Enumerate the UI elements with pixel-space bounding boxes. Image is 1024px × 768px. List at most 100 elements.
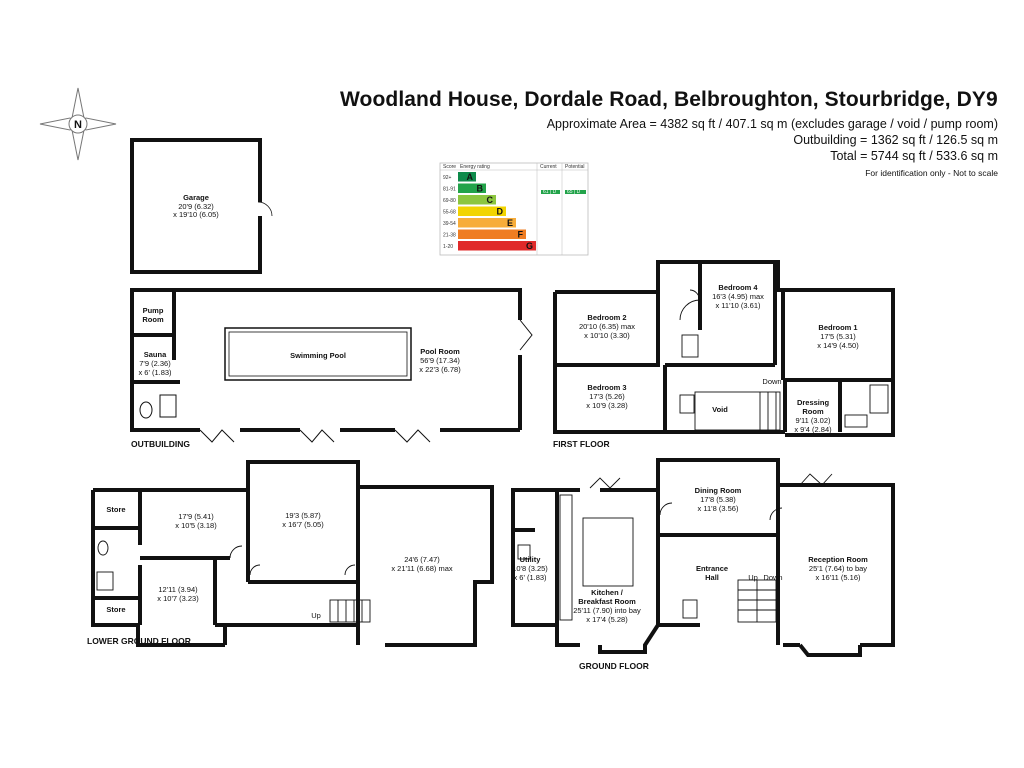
first-floor (553, 260, 895, 437)
outbuilding-area: Outbuilding = 1362 sq ft / 126.5 sq m (793, 133, 998, 147)
bedroom-4-dim2: x 11'10 (3.61) (715, 301, 761, 310)
void-label: Void (712, 405, 728, 414)
epc-band-letter: E (507, 218, 513, 228)
sauna-dim2: x 6' (1.83) (138, 368, 172, 377)
lg-room1-dim1: 17'9 (5.41) (178, 512, 214, 521)
epc-col-score: Score (443, 164, 456, 170)
epc-band-letter: B (477, 184, 484, 194)
compass-label: N (74, 119, 82, 131)
epc-band-a (458, 172, 476, 182)
store-label-2: Store (106, 605, 125, 614)
ground-floor-label: GROUND FLOOR (579, 661, 649, 671)
lg-room4-dim2: x 10'7 (3.23) (157, 594, 199, 603)
lg-up-label: Up (311, 611, 321, 620)
sauna-label: Sauna (144, 350, 167, 359)
pump-room-label-2: Room (142, 315, 164, 324)
garage-dim1: 20'9 (6.32) (178, 202, 214, 211)
kitchen-label-1: Kitchen / (591, 588, 624, 597)
reception-room-dim1: 25'1 (7.64) to bay (809, 564, 867, 573)
bedroom-2-dim2: x 10'10 (3.30) (584, 331, 630, 340)
epc-band-letter: C (487, 195, 494, 205)
lower-ground-floor-label: LOWER GROUND FLOOR (87, 636, 191, 646)
entrance-hall-label-1: Entrance (696, 564, 728, 573)
epc-band-letter: A (467, 172, 474, 182)
swimming-pool-label: Swimming Pool (290, 351, 346, 360)
compass-icon: N (39, 87, 117, 161)
utility-dim2: x 6' (1.83) (513, 573, 547, 582)
first-floor-label: FIRST FLOOR (553, 439, 610, 449)
epc-band-e (458, 218, 516, 228)
epc-band-range: 69-80 (443, 198, 456, 204)
garage-dim2: x 19'10 (6.05) (173, 210, 219, 219)
lg-room3-dim2: x 21'11 (6.68) max (391, 564, 453, 573)
bedroom-2-dim1: 20'10 (6.35) max (579, 322, 635, 331)
pool-room-label: Pool Room (420, 347, 460, 356)
epc-col-current: Current (540, 164, 557, 170)
bedroom-3-label: Bedroom 3 (587, 383, 626, 392)
utility-label: Utility (520, 555, 542, 564)
approx-area: Approximate Area = 4382 sq ft / 407.1 sq… (546, 117, 998, 131)
epc-band-range: 21-38 (443, 233, 456, 239)
epc-band-range: 39-54 (443, 221, 456, 227)
pool-room-dim2: x 22'3 (6.78) (419, 365, 461, 374)
dressing-room-dim2: x 9'4 (2.84) (794, 425, 832, 434)
dressing-room-dim1: 9'11 (3.02) (795, 416, 831, 425)
lg-room3-dim1: 24'6 (7.47) (404, 555, 440, 564)
kitchen-dim1: 25'11 (7.90) into bay (573, 606, 641, 615)
lg-room2-dim1: 19'3 (5.87) (285, 511, 321, 520)
outbuilding-floor-label: OUTBUILDING (131, 439, 190, 449)
dining-room-dim2: x 11'8 (3.56) (698, 504, 739, 513)
outbuilding (130, 288, 522, 432)
bedroom-4-dim1: 16'3 (4.95) max (712, 292, 764, 301)
epc-band-letter: G (526, 241, 533, 251)
first-floor-down-label: Down (762, 377, 781, 386)
bedroom-1-dim2: x 14'9 (4.50) (817, 341, 859, 350)
gf-up-label: Up (748, 573, 758, 582)
page-title: Woodland House, Dordale Road, Belbrought… (340, 88, 998, 111)
lower-ground-floor (91, 460, 494, 647)
bedroom-1-dim1: 17'5 (5.31) (820, 332, 856, 341)
kitchen-dim2: x 17'4 (5.28) (586, 615, 628, 624)
reception-room-dim2: x 16'11 (5.16) (815, 573, 861, 582)
ground-floor (511, 458, 895, 657)
epc-col-potential: Potential (565, 164, 584, 170)
epc-band-range: 1-20 (443, 244, 453, 250)
total-area: Total = 5744 sq ft / 533.6 sq m (830, 149, 998, 163)
store-label-1: Store (106, 505, 125, 514)
epc-band-range: 55-68 (443, 210, 456, 216)
bedroom-4-label: Bedroom 4 (718, 283, 758, 292)
epc-band-d (458, 206, 506, 216)
epc-band-f (458, 229, 526, 239)
dressing-room-label-2: Room (802, 407, 824, 416)
epc-band-letter: F (518, 230, 524, 240)
epc-band-letter: D (497, 207, 504, 217)
lg-room1-dim2: x 10'5 (3.18) (175, 521, 217, 530)
dining-room-dim1: 17'8 (5.38) (700, 495, 736, 504)
dining-room-label: Dining Room (695, 486, 742, 495)
epc-potential-value: 65 | D (567, 189, 581, 195)
bedroom-1-label: Bedroom 1 (818, 323, 857, 332)
epc-band-range: 92+ (443, 175, 452, 181)
gf-down-label: Down (763, 573, 782, 582)
pump-room-label-1: Pump (143, 306, 164, 315)
disclaimer-note: For identification only - Not to scale (865, 168, 998, 178)
reception-room-label: Reception Room (808, 555, 868, 564)
epc-band-c (458, 195, 496, 205)
sauna-dim1: 7'9 (2.36) (139, 359, 171, 368)
epc-band-g (458, 241, 536, 251)
bedroom-2-label: Bedroom 2 (587, 313, 626, 322)
kitchen-label-2: Breakfast Room (578, 597, 636, 606)
bedroom-3-dim2: x 10'9 (3.28) (586, 401, 628, 410)
bedroom-3-dim1: 17'3 (5.26) (589, 392, 625, 401)
lg-room2-dim2: x 16'7 (5.05) (282, 520, 324, 529)
epc-chart: Score Energy rating Current Potential 92… (439, 162, 589, 256)
utility-dim1: 10'8 (3.25) (512, 564, 548, 573)
garage-label: Garage (183, 193, 209, 202)
epc-current-value: 61 | D (543, 189, 557, 195)
entrance-hall-label-2: Hall (705, 573, 719, 582)
epc-band-b (458, 183, 486, 193)
epc-band-range: 81-91 (443, 187, 456, 193)
dressing-room-label-1: Dressing (797, 398, 830, 407)
lg-room4-dim1: 12'11 (3.94) (158, 585, 198, 594)
